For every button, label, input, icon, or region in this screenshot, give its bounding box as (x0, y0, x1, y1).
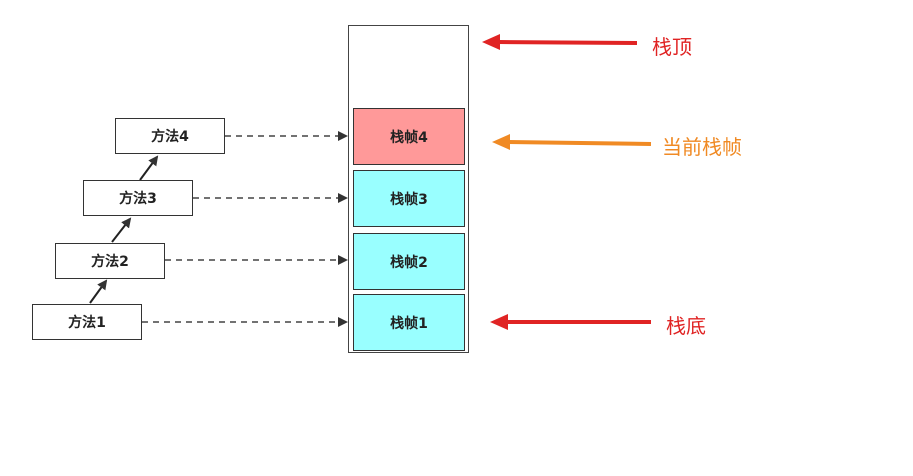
stack-frame-2: 栈帧2 (353, 233, 465, 290)
current-arrow-line (507, 140, 652, 146)
call-arrow-1-2 (89, 279, 108, 304)
current-frame-label: 当前栈帧 (662, 135, 742, 159)
call-arrow-2-3 (111, 217, 132, 243)
method-1: 方法1 (32, 304, 142, 340)
stack-bottom-label: 栈底 (666, 314, 706, 338)
top-arrow-head (482, 34, 500, 50)
bottom-arrow-head (490, 314, 508, 330)
stack-frame-1: 栈帧1 (353, 294, 465, 351)
current-arrow-head (492, 134, 510, 150)
stack-top-label: 栈顶 (652, 35, 692, 59)
method-4: 方法4 (115, 118, 225, 154)
call-arrow-3-4 (139, 155, 159, 181)
stack-frame-4: 栈帧4 (353, 108, 465, 165)
method-2: 方法2 (55, 243, 165, 279)
method-3: 方法3 (83, 180, 193, 216)
stack-frame-3: 栈帧3 (353, 170, 465, 227)
top-arrow-line (497, 40, 638, 45)
